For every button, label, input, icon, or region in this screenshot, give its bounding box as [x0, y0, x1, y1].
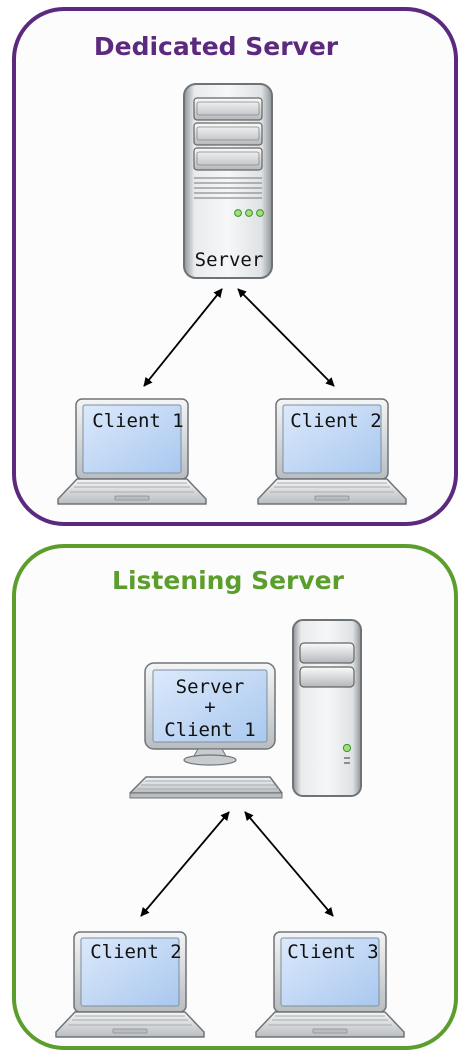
- listening-client3-label: Client 3: [287, 941, 379, 963]
- arrow-server-client1: [143, 288, 223, 387]
- dedicated-panel-title: Dedicated Server: [94, 32, 339, 61]
- laptop-icon: Client 2: [257, 398, 407, 505]
- monitor-label-line3: Client 1: [164, 719, 256, 741]
- laptop-icon: Client 2: [55, 931, 205, 1038]
- dedicated-server-panel: Dedicated Server Server: [12, 7, 458, 526]
- listening-panel-title: Listening Server: [112, 566, 345, 595]
- laptop-icon: Client 3: [255, 931, 405, 1038]
- monitor-label-line2: +: [204, 696, 215, 718]
- laptop-icon: Client 1: [57, 398, 207, 505]
- double-arrow-icon: [140, 811, 334, 917]
- desktop-computer-icon: Server + Client 1: [129, 619, 362, 799]
- server-label: Server: [195, 249, 264, 271]
- dedicated-client2-label: Client 2: [290, 410, 382, 432]
- listening-server-panel: Listening Server Server + Client 1: [12, 544, 458, 1050]
- arrow-host-client3: [244, 811, 334, 917]
- monitor-label-line1: Server: [176, 676, 245, 698]
- arrow-host-client2: [140, 811, 230, 917]
- arrow-server-client2: [237, 288, 335, 387]
- dedicated-client1-label: Client 1: [92, 410, 184, 432]
- listening-client2-label: Client 2: [90, 941, 182, 963]
- server-tower-icon: Server: [183, 83, 273, 279]
- double-arrow-icon: [143, 288, 335, 387]
